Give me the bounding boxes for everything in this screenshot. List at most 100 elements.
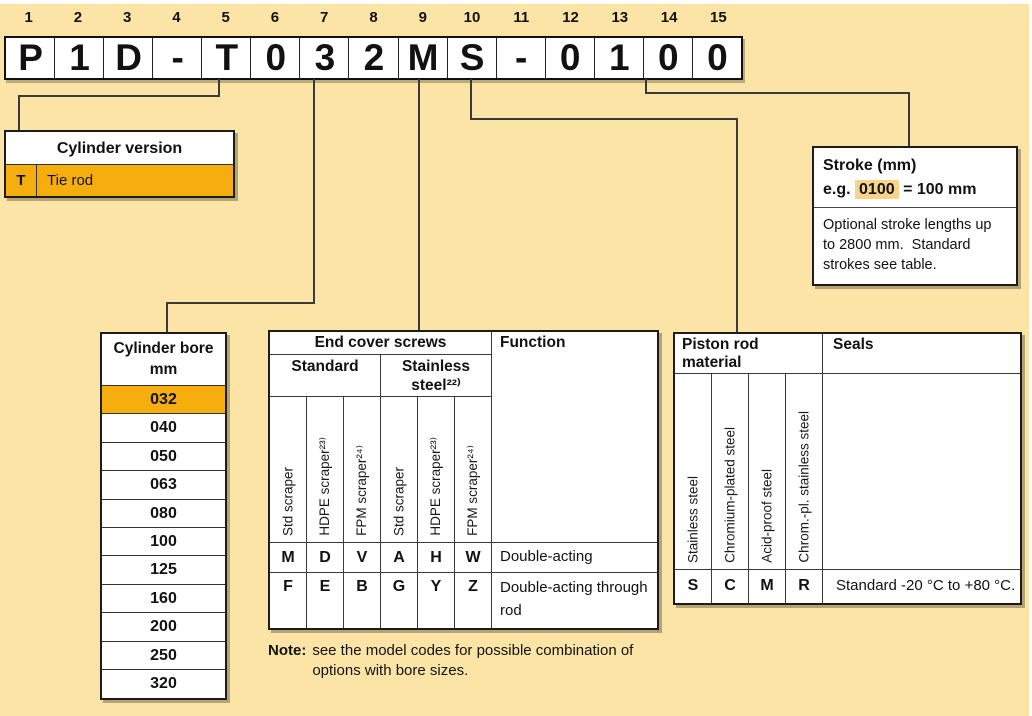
code-cell: D <box>104 37 154 78</box>
position-number: 3 <box>122 9 132 26</box>
column-header-label: HDPE scraper²³⁾ <box>317 437 332 536</box>
stroke-example-code: 0100 <box>855 180 899 199</box>
screw-code-selected: M <box>270 543 307 573</box>
bore-value: 160 <box>102 585 225 614</box>
column-header-rotated: Std scraper <box>270 397 307 543</box>
cylinder-version-label: Tie rod <box>47 172 94 189</box>
column-header-label: FPM scraper²⁴⁾ <box>465 445 480 536</box>
screw-code: F <box>270 573 307 628</box>
stroke-example-prefix: e.g. <box>823 181 851 198</box>
position-number: 6 <box>270 9 280 26</box>
cylinder-bore-title-line1: Cylinder bore <box>113 340 214 357</box>
code-cell: S <box>448 37 497 78</box>
screw-code: D <box>307 543 344 573</box>
bore-value: 125 <box>102 556 225 585</box>
bore-value: 200 <box>102 613 225 642</box>
order-code-box: P 1 D - T 0 3 2 M S - 0 1 0 0 <box>4 36 743 80</box>
seals-value: Standard -20 °C to +80 °C. <box>823 570 1020 603</box>
column-header-rotated: FPM scraper²⁴⁾ <box>344 397 381 543</box>
connector-end-cover-screws <box>418 79 420 331</box>
connector-piston-rod <box>470 118 738 333</box>
position-number: 4 <box>172 9 181 26</box>
code-cell: 2 <box>349 37 399 78</box>
bore-value: 080 <box>102 500 225 528</box>
stroke-title: Stroke (mm) <box>823 157 917 174</box>
code-cell: P <box>6 37 56 78</box>
connector-cylinder-version <box>218 79 220 97</box>
stroke-example-suffix: = 100 mm <box>903 181 977 198</box>
piston-rod-code-selected: S <box>675 570 712 603</box>
column-header-label: Acid-proof steel <box>759 469 775 563</box>
stroke-box: Stroke (mm) e.g. 0100 = 100 mm Optional … <box>812 146 1018 286</box>
end-cover-screws-title: End cover screws <box>270 332 492 355</box>
code-cell: - <box>497 37 546 78</box>
cylinder-bore-table: Cylinder bore mm 032 040 050 063 080 100… <box>100 332 227 701</box>
function-title: Function <box>492 332 657 543</box>
position-number: 15 <box>710 9 727 26</box>
connector-piston-rod <box>470 79 472 120</box>
bore-value: 250 <box>102 642 225 670</box>
piston-rod-code: M <box>749 570 786 603</box>
screw-code: H <box>418 543 455 573</box>
screw-code: B <box>344 573 381 628</box>
bore-value: 050 <box>102 443 225 472</box>
code-cell: 0 <box>644 37 693 78</box>
code-cell: 0 <box>707 37 728 78</box>
bore-value: 100 <box>102 528 225 557</box>
column-header-rotated: HDPE scraper²³⁾ <box>418 397 455 543</box>
piston-rod-title: Piston rod material <box>675 334 823 374</box>
seals-title: Seals <box>823 334 1020 374</box>
code-cell: - <box>153 37 203 78</box>
screw-code: W <box>455 543 492 573</box>
connector-stroke <box>645 79 647 94</box>
stroke-header: Stroke (mm) e.g. 0100 = 100 mm <box>814 148 1016 208</box>
column-header-label: Stainless steel <box>685 475 701 563</box>
position-number: 5 <box>221 9 230 26</box>
screw-code: Z <box>455 573 492 628</box>
connector-stroke <box>645 92 910 147</box>
group-stainless-steel: Stainless steel²²⁾ <box>381 355 492 397</box>
code-cell: 3 <box>300 37 350 78</box>
position-number: 1 <box>24 9 33 26</box>
end-cover-screws-table: End cover screws Function Standard Stain… <box>268 330 659 630</box>
piston-rod-code: C <box>712 570 749 603</box>
column-header-rotated: Chromium-plated steel <box>712 374 749 570</box>
column-header-rotated: Acid-proof steel <box>749 374 786 570</box>
column-header-label: Std scraper <box>391 466 407 536</box>
cylinder-version-table: Cylinder version T Tie rod <box>4 130 235 198</box>
piston-rod-code: R <box>786 570 823 603</box>
position-number: 12 <box>562 9 579 26</box>
position-number: 14 <box>660 9 678 26</box>
stroke-note: Optional stroke lengths up to 2800 mm. S… <box>823 217 996 273</box>
position-number: 13 <box>611 9 629 26</box>
position-number-row: 1 2 3 4 5 6 7 8 9 10 11 12 13 14 15 <box>4 6 743 30</box>
column-header-rotated: Std scraper <box>381 397 418 543</box>
screw-code: V <box>344 543 381 573</box>
code-cell: 1 <box>55 37 105 78</box>
connector-cylinder-version <box>18 95 220 131</box>
position-number: 10 <box>463 9 481 26</box>
cylinder-version-code: T <box>6 165 37 196</box>
connector-cylinder-bore <box>166 302 315 333</box>
cylinder-version-title: Cylinder version <box>6 132 233 165</box>
column-header-label: HDPE scraper²³⁾ <box>428 437 443 536</box>
group-standard: Standard <box>270 355 381 397</box>
screw-code: G <box>381 573 418 628</box>
cylinder-bore-title: Cylinder bore mm <box>102 334 225 386</box>
bore-value: 063 <box>102 471 225 500</box>
stroke-example: e.g. 0100 = 100 mm <box>823 177 1007 202</box>
code-cell: 0 <box>546 37 595 78</box>
note-label: Note: <box>268 642 307 659</box>
connector-cylinder-bore <box>313 79 315 304</box>
column-header-label: FPM scraper²⁴⁾ <box>354 445 369 536</box>
note-text: see the model codes for possible combina… <box>312 642 634 679</box>
bore-value-selected: 032 <box>102 386 225 415</box>
screw-code: Y <box>418 573 455 628</box>
column-header-rotated: Stainless steel <box>675 374 712 570</box>
bore-value: 320 <box>150 674 177 692</box>
column-header-rotated: FPM scraper²⁴⁾ <box>455 397 492 543</box>
screw-code: E <box>307 573 344 628</box>
column-header-rotated: HDPE scraper²³⁾ <box>307 397 344 543</box>
code-cell: 0 <box>251 37 301 78</box>
column-header-label: Chrom.-pl. stainless steel <box>796 411 812 563</box>
